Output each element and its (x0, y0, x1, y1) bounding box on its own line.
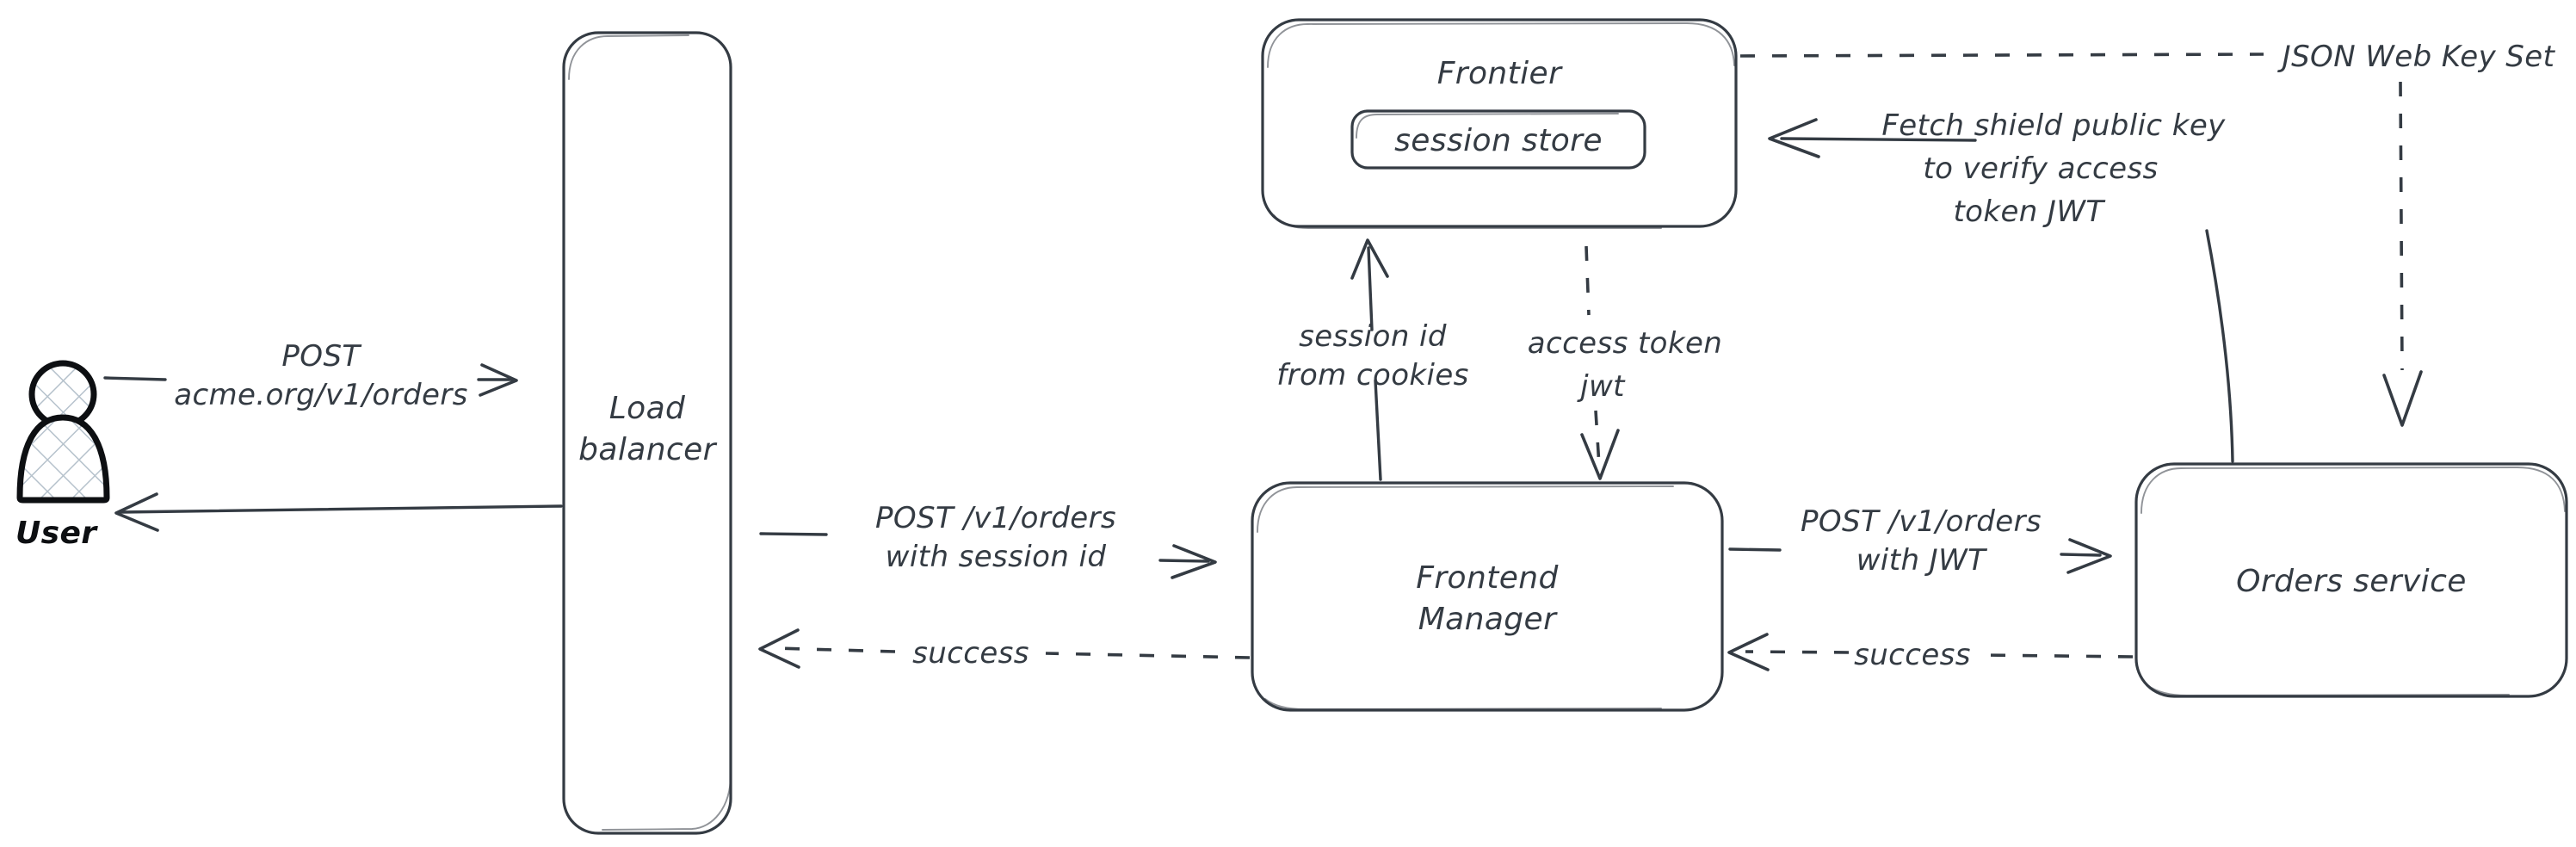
edge-label-user-lb-line1: POST (281, 339, 361, 374)
edge-load-balancer-to-frontend-manager: POST /v1/orders with session id (759, 501, 1217, 579)
edge-label-lb-fm-line1: POST /v1/orders (875, 501, 1116, 535)
node-load-balancer[interactable]: Load balancer (562, 31, 732, 835)
edge-orders-service-to-frontier-fetch: Fetch shield public key to verify access… (1768, 108, 2234, 463)
node-session-store[interactable]: session store (1350, 109, 1646, 170)
edge-frontier-to-frontend-manager: access token jwt (1528, 245, 1722, 480)
user-label: User (15, 516, 98, 551)
load-balancer-label-line1: Load (609, 391, 686, 426)
edge-frontend-manager-to-load-balancer-success: success (758, 628, 1251, 671)
edge-label-orders-frontier-line3: token JWT (1953, 195, 2105, 229)
edge-user-to-load-balancer: POST acme.org/v1/orders (103, 339, 518, 412)
edge-label-fm-orders-line2: with JWT (1856, 543, 1987, 578)
frontend-manager-label-line1: Frontend (1416, 560, 1559, 596)
edge-frontier-to-orders-service-jwks: JSON Web Key Set (1739, 40, 2556, 427)
edge-orders-service-to-frontend-manager-success: success (1727, 633, 2134, 672)
edge-frontend-manager-to-frontier: session id from cookies (1276, 238, 1469, 481)
session-store-label: session store (1394, 123, 1603, 158)
edge-label-orders-frontier-line2: to verify access (1923, 151, 2158, 186)
edge-load-balancer-to-user (114, 492, 563, 532)
edge-label-fm-lb-success: success (912, 636, 1029, 671)
edge-label-orders-frontier-line1: Fetch shield public key (1881, 108, 2226, 143)
edge-frontend-manager-to-orders-service: POST /v1/orders with JWT (1728, 504, 2112, 578)
orders-service-label: Orders service (2236, 564, 2467, 599)
frontier-label: Frontier (1437, 56, 1563, 91)
edge-label-lb-fm-line2: with session id (886, 540, 1107, 574)
edge-label-fm-orders-line1: POST /v1/orders (1801, 504, 2042, 539)
node-orders-service[interactable]: Orders service (2134, 462, 2568, 698)
edge-label-frontier-orders-jwks: JSON Web Key Set (2277, 40, 2556, 74)
edge-label-fm-frontier-line2: from cookies (1276, 358, 1469, 393)
load-balancer-label-line2: balancer (578, 432, 718, 467)
edge-label-frontier-fm-line1: access token (1528, 326, 1722, 361)
edge-label-fm-frontier-line1: session id (1299, 319, 1447, 354)
node-frontier[interactable]: Frontier session store (1261, 18, 1738, 229)
edge-label-frontier-fm-line2: jwt (1577, 369, 1626, 404)
user-person-icon (16, 360, 110, 504)
edge-label-user-lb-line2: acme.org/v1/orders (174, 378, 468, 412)
node-frontend-manager[interactable]: Frontend Manager (1251, 481, 1724, 712)
edge-label-orders-fm-success: success (1854, 638, 1971, 672)
frontend-manager-label-line2: Manager (1418, 602, 1558, 637)
